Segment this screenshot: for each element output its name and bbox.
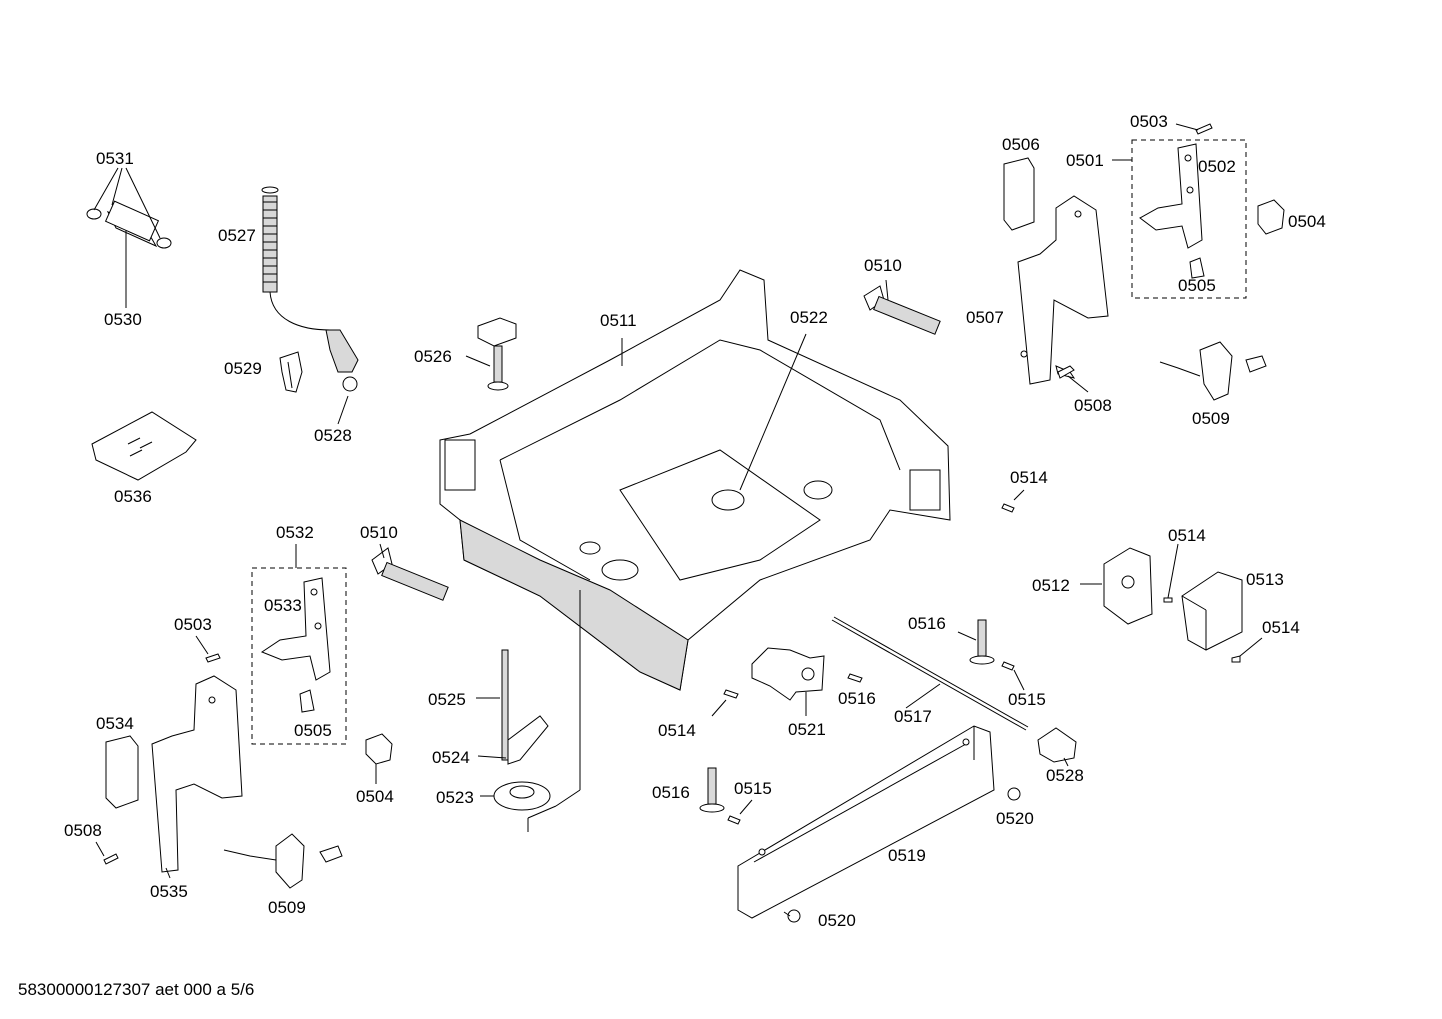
label-0502: 0502 xyxy=(1198,157,1236,176)
label-0514-b: 0514 xyxy=(1168,526,1206,545)
part-0515-screw-bottom xyxy=(727,799,753,825)
part-0508-screw-top xyxy=(1057,365,1089,393)
part-0513-cover xyxy=(1181,571,1243,651)
part-0526-foot xyxy=(465,317,517,391)
part-0514-screw-c xyxy=(1231,655,1241,663)
label-0515-b: 0515 xyxy=(734,779,772,798)
label-0523: 0523 xyxy=(436,788,474,807)
part-0514-screw-mid xyxy=(711,689,739,717)
part-0534-cover xyxy=(105,735,139,809)
label-0516-c: 0516 xyxy=(652,783,690,802)
label-0516-b: 0516 xyxy=(838,689,876,708)
label-0513: 0513 xyxy=(1246,570,1284,589)
label-0524: 0524 xyxy=(432,748,470,767)
label-0525: 0525 xyxy=(428,690,466,709)
label-0516-a: 0516 xyxy=(908,614,946,633)
label-0529: 0529 xyxy=(224,359,262,378)
label-0501: 0501 xyxy=(1066,151,1104,170)
part-0528-cap-top xyxy=(337,376,358,425)
part-0516-foot-bottom xyxy=(699,767,725,813)
part-0528-cap-right xyxy=(1037,727,1077,767)
part-0529-clip xyxy=(279,351,303,393)
label-0520-right: 0520 xyxy=(996,809,1034,828)
part-0508-screw-left xyxy=(95,841,119,865)
label-0508-left: 0508 xyxy=(64,821,102,840)
part-0509-hinge-top xyxy=(1159,341,1267,401)
part-0504-cap-top xyxy=(1257,199,1285,235)
label-0506: 0506 xyxy=(1002,135,1040,154)
label-0504-left: 0504 xyxy=(356,787,394,806)
part-0510-spring-top xyxy=(863,279,941,335)
label-0511: 0511 xyxy=(600,311,637,330)
part-0503-screw-top xyxy=(1175,123,1213,135)
part-0531-0530 xyxy=(86,167,172,308)
part-0506-0507-bracket xyxy=(1003,157,1109,385)
part-0524-float xyxy=(477,715,549,765)
label-0510-top: 0510 xyxy=(864,256,902,275)
part-0505-clip-top xyxy=(1189,257,1205,279)
label-0530: 0530 xyxy=(104,310,142,329)
label-0535: 0535 xyxy=(150,882,188,901)
label-0528-top: 0528 xyxy=(314,426,352,445)
label-0531: 0531 xyxy=(96,149,134,168)
part-0503-screw-left xyxy=(195,635,221,663)
part-0520-screw-right xyxy=(1007,787,1021,801)
label-0514-c: 0514 xyxy=(1262,618,1300,637)
label-0528-right: 0528 xyxy=(1046,766,1084,785)
part-0519-kick-plate xyxy=(737,725,995,919)
label-0527: 0527 xyxy=(218,226,256,245)
part-0516-screw-mid xyxy=(847,673,863,683)
label-0509-top: 0509 xyxy=(1192,409,1230,428)
label-0510-left: 0510 xyxy=(360,523,398,542)
label-0503-top: 0503 xyxy=(1130,112,1168,131)
label-0519: 0519 xyxy=(888,846,926,865)
drawing-reference-number: 58300000127307 aet 000 a 5/6 xyxy=(18,980,255,999)
part-0510-spring-left xyxy=(371,543,449,601)
part-0536-screw-bag xyxy=(91,411,197,481)
part-0512-housing xyxy=(1080,547,1153,625)
label-0533: 0533 xyxy=(264,596,302,615)
part-0511-base-tub xyxy=(439,269,951,832)
label-0504-top: 0504 xyxy=(1288,212,1326,231)
part-0535-bracket xyxy=(151,675,243,879)
label-0520-bottom: 0520 xyxy=(818,911,856,930)
label-0536: 0536 xyxy=(114,487,152,506)
part-0516-foot-right xyxy=(957,619,995,665)
part-0520-screw-bottom xyxy=(783,909,801,923)
label-0505-left: 0505 xyxy=(294,721,332,740)
label-0512: 0512 xyxy=(1032,576,1070,595)
part-0527-hose xyxy=(261,186,359,373)
part-0514-screw-b xyxy=(1163,597,1173,603)
part-0514-screw-right xyxy=(1001,489,1025,513)
label-0534: 0534 xyxy=(96,714,134,733)
part-0505-clip-left xyxy=(299,689,315,713)
label-0503-left: 0503 xyxy=(174,615,212,634)
label-0514-a: 0514 xyxy=(1010,468,1048,487)
label-0526: 0526 xyxy=(414,347,452,366)
part-0525-shaft xyxy=(476,649,509,761)
label-0532: 0532 xyxy=(276,523,314,542)
group-0501-outline xyxy=(1131,139,1247,299)
part-0515-screw-right xyxy=(1001,661,1025,691)
part-0509-hinge-left xyxy=(223,833,343,889)
label-0522: 0522 xyxy=(790,308,828,327)
group-0532-outline xyxy=(251,567,347,745)
label-0509-left: 0509 xyxy=(268,898,306,917)
part-0502-hinge-bracket xyxy=(1139,143,1203,249)
part-0521-valve xyxy=(751,647,825,716)
part-0504-cap-left xyxy=(365,733,393,784)
label-0517: 0517 xyxy=(894,707,932,726)
part-0523-pump-cover xyxy=(480,781,551,811)
label-0515-a: 0515 xyxy=(1008,690,1046,709)
part-labels: 0531 0530 0527 0529 0528 0536 0526 0511 … xyxy=(64,112,1326,930)
part-0517-rod xyxy=(831,616,1029,731)
label-0507: 0507 xyxy=(966,308,1004,327)
label-0505-top: 0505 xyxy=(1178,276,1216,295)
part-0533-hinge-bracket xyxy=(260,577,331,681)
label-0514-d: 0514 xyxy=(658,721,696,740)
label-0521: 0521 xyxy=(788,720,826,739)
label-0508-top: 0508 xyxy=(1074,396,1112,415)
